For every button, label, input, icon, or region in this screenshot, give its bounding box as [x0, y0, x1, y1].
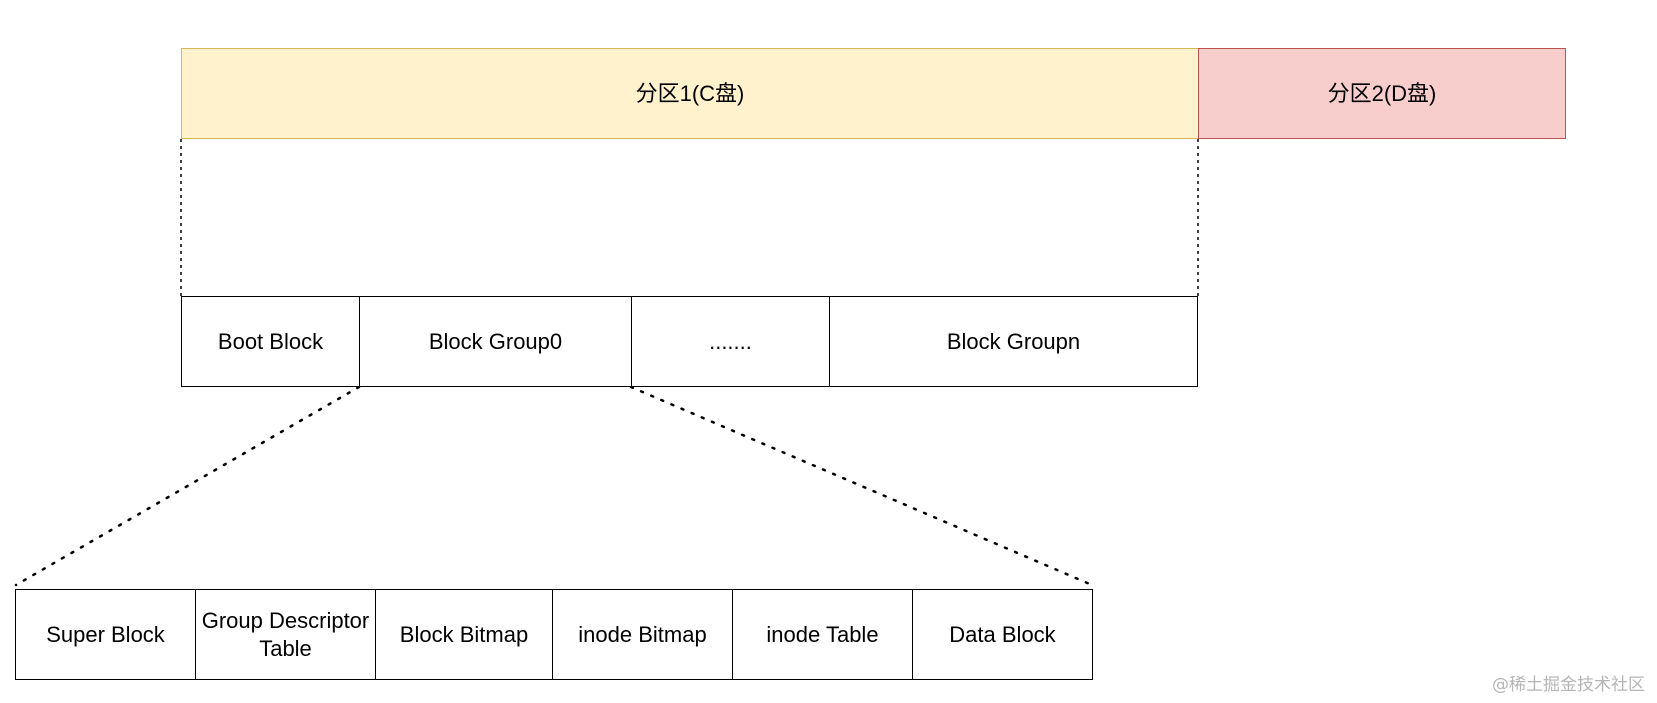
data-block: Data Block: [912, 589, 1093, 680]
partition-c: 分区1(C盘): [181, 48, 1199, 139]
group-expand-line-left: [14, 385, 361, 587]
inode-table: inode Table: [732, 589, 913, 680]
block-group-n: Block Groupn: [829, 296, 1198, 387]
boot-block-label: Boot Block: [217, 328, 324, 354]
super-block-label: Super Block: [46, 621, 165, 647]
partition-d-label: 分区2(D盘): [1327, 80, 1437, 106]
ellipsis-label: .......: [709, 328, 752, 354]
block-group-n-label: Block Groupn: [946, 328, 1081, 354]
group-expand-line-right: [629, 385, 1094, 587]
partition-d: 分区2(D盘): [1198, 48, 1566, 139]
group-descriptor-table-label: Group Descriptor Table: [201, 607, 370, 661]
data-block-label: Data Block: [949, 621, 1056, 647]
inode-bitmap: inode Bitmap: [552, 589, 733, 680]
boot-block: Boot Block: [181, 296, 360, 387]
group-descriptor-table: Group Descriptor Table: [195, 589, 376, 680]
super-block: Super Block: [15, 589, 196, 680]
inode-bitmap-label: inode Bitmap: [578, 621, 707, 647]
block-bitmap-label: Block Bitmap: [399, 621, 529, 647]
block-group-0: Block Group0: [359, 296, 632, 387]
inode-table-label: inode Table: [766, 621, 879, 647]
block-group-ellipsis: .......: [631, 296, 830, 387]
block-bitmap: Block Bitmap: [375, 589, 553, 680]
watermark: @稀土掘金技术社区: [1492, 675, 1645, 695]
block-group-0-label: Block Group0: [428, 328, 563, 354]
partition-c-label: 分区1(C盘): [635, 80, 745, 106]
